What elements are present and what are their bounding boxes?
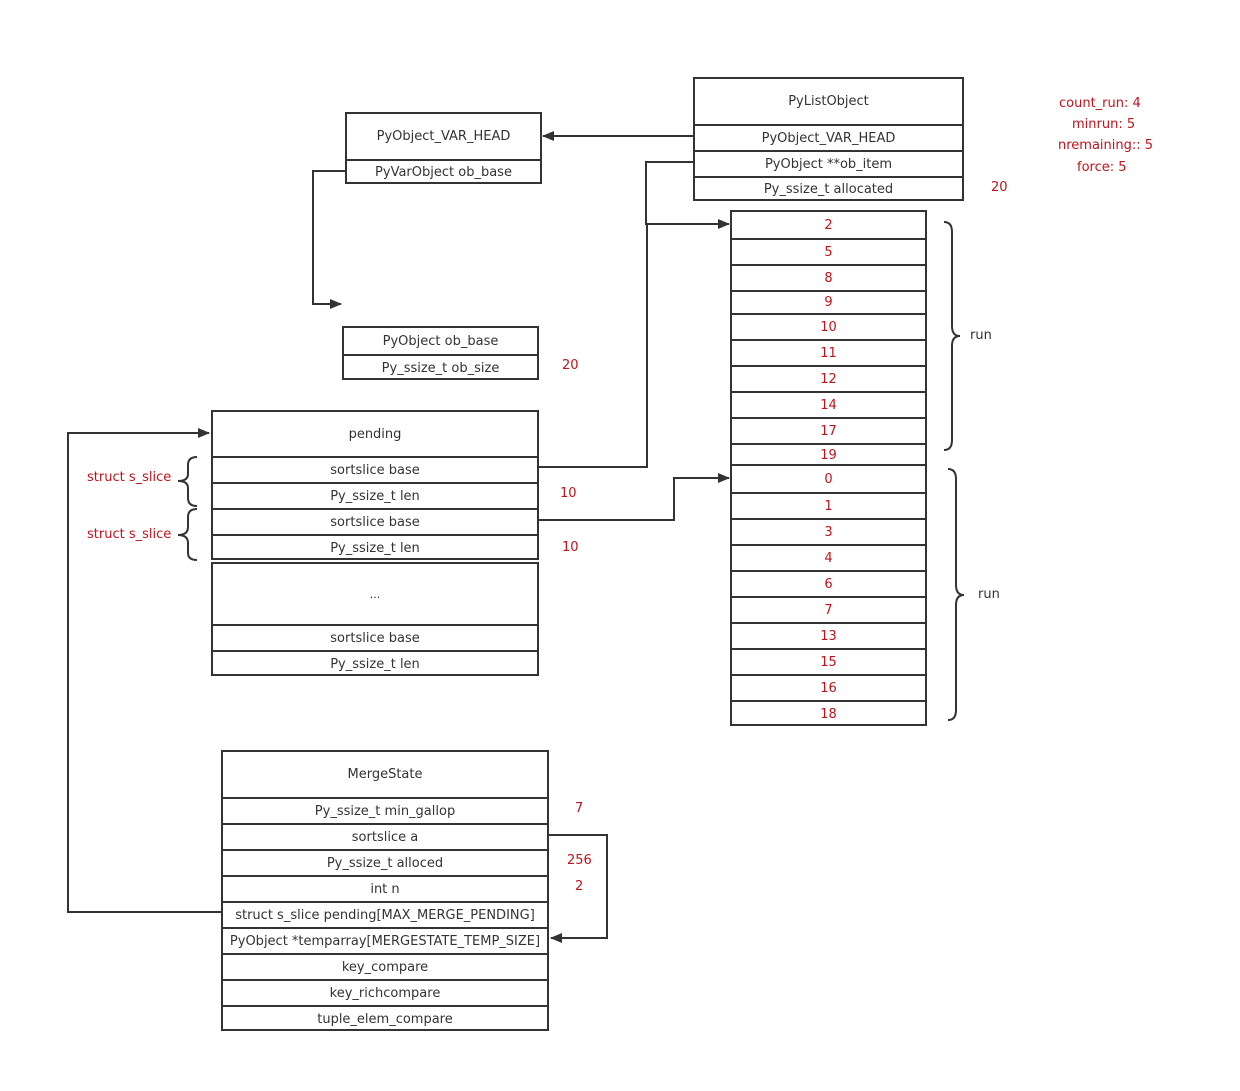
item-cell: 16 bbox=[732, 674, 925, 700]
ms-field-pending: struct s_slice pending[MAX_MERGE_PENDING… bbox=[223, 901, 547, 927]
var-head-title: PyObject_VAR_HEAD bbox=[376, 129, 511, 144]
alloced-value: 256 bbox=[567, 853, 592, 868]
line-slice1-to-run1 bbox=[538, 224, 648, 468]
pending-title: pending bbox=[348, 426, 402, 442]
brace-slice-1 bbox=[177, 456, 198, 507]
pylistobject-box: PyListObject PyObject_VAR_HEAD PyObject … bbox=[693, 77, 964, 201]
n-value: 2 bbox=[575, 879, 584, 894]
item-cell: 12 bbox=[732, 365, 925, 391]
ms-field-tuple-elem-compare: tuple_elem_compare bbox=[223, 1005, 547, 1031]
arrow-obitem-to-array bbox=[645, 161, 730, 229]
len-value-1: 10 bbox=[560, 486, 577, 501]
ob-size-value: 20 bbox=[562, 358, 579, 373]
note-force: force: 5 bbox=[1077, 160, 1127, 175]
item-cell: 5 bbox=[732, 238, 925, 264]
pending-box: pending sortslice base Py_ssize_t len so… bbox=[211, 410, 539, 560]
brace-run-2 bbox=[947, 468, 965, 721]
slice-label-2: struct s_slice bbox=[87, 527, 172, 542]
mergestate-box: MergeState Py_ssize_t min_gallop sortsli… bbox=[221, 750, 549, 1031]
ms-field-min-gallop: Py_ssize_t min_gallop bbox=[223, 797, 547, 823]
item-cell: 8 bbox=[732, 264, 925, 290]
item-cell: 13 bbox=[732, 622, 925, 648]
note-count-run: count_run: 4 bbox=[1059, 96, 1141, 111]
ms-field-key-richcompare: key_richcompare bbox=[223, 979, 547, 1005]
pending-tail-box: ... sortslice base Py_ssize_t len bbox=[211, 562, 539, 676]
mergestate-title: MergeState bbox=[347, 767, 423, 782]
arrow-slice2-to-run2 bbox=[538, 473, 730, 521]
item-cell: 9 bbox=[732, 290, 925, 313]
ms-field-key-compare: key_compare bbox=[223, 953, 547, 979]
arrow-obbase-to-varobject bbox=[312, 170, 346, 309]
brace-slice-2 bbox=[177, 508, 198, 561]
note-minrun: minrun: 5 bbox=[1072, 117, 1136, 132]
note-nremaining: nremaining:: 5 bbox=[1058, 138, 1154, 153]
ms-field-sortslice-a: sortslice a bbox=[223, 823, 547, 849]
item-cell: 2 bbox=[824, 217, 833, 233]
item-array-run-1: 2 5 8 9 10 11 12 14 17 19 bbox=[730, 210, 927, 466]
arrow-sortslice-to-temparray bbox=[548, 834, 608, 943]
item-cell: 14 bbox=[732, 391, 925, 417]
ms-field-alloced: Py_ssize_t alloced bbox=[223, 849, 547, 875]
pending-ellipsis: ... bbox=[369, 587, 381, 601]
item-cell: 15 bbox=[732, 648, 925, 674]
min-gallop-value: 7 bbox=[575, 801, 584, 816]
len-value-2: 10 bbox=[562, 540, 579, 555]
item-cell: 10 bbox=[732, 313, 925, 339]
pending-field-len-1: Py_ssize_t len bbox=[213, 482, 537, 508]
var-head-field-ob-base: PyVarObject ob_base bbox=[347, 159, 540, 184]
pylist-field-var-head: PyObject_VAR_HEAD bbox=[695, 124, 962, 150]
run-label-1: run bbox=[970, 328, 992, 343]
item-cell: 11 bbox=[732, 339, 925, 365]
brace-run-1 bbox=[943, 221, 961, 451]
varobject-field-ob-size: Py_ssize_t ob_size bbox=[344, 354, 537, 380]
item-cell: 1 bbox=[732, 492, 925, 518]
item-cell: 7 bbox=[732, 596, 925, 622]
pylist-field-ob-item: PyObject **ob_item bbox=[695, 150, 962, 176]
item-cell: 17 bbox=[732, 417, 925, 443]
pending-field-len-2: Py_ssize_t len bbox=[213, 534, 537, 560]
item-cell: 4 bbox=[732, 544, 925, 570]
varobject-field-ob-base: PyObject ob_base bbox=[382, 333, 499, 349]
item-cell: 19 bbox=[732, 443, 925, 466]
arrow-mergestate-to-pending bbox=[67, 428, 222, 913]
pending-tail-base: sortslice base bbox=[213, 624, 537, 650]
item-array-run-2: 0 1 3 4 6 7 13 15 16 18 bbox=[730, 464, 927, 726]
item-cell: 0 bbox=[824, 471, 833, 487]
pending-tail-len: Py_ssize_t len bbox=[213, 650, 537, 676]
run-label-2: run bbox=[978, 587, 1000, 602]
ms-field-temparray: PyObject *temparray[MERGESTATE_TEMP_SIZE… bbox=[223, 927, 547, 953]
item-cell: 6 bbox=[732, 570, 925, 596]
item-cell: 3 bbox=[732, 518, 925, 544]
pylistobject-title: PyListObject bbox=[788, 94, 869, 109]
item-cell: 18 bbox=[732, 700, 925, 726]
pending-field-base-1: sortslice base bbox=[213, 456, 537, 482]
pylist-field-allocated: Py_ssize_t allocated bbox=[695, 176, 962, 201]
slice-label-1: struct s_slice bbox=[87, 470, 172, 485]
var-head-box: PyObject_VAR_HEAD PyVarObject ob_base bbox=[345, 112, 542, 184]
pending-field-base-2: sortslice base bbox=[213, 508, 537, 534]
allocated-value: 20 bbox=[991, 180, 1008, 195]
ms-field-n: int n bbox=[223, 875, 547, 901]
pyvarobject-box: PyObject ob_base Py_ssize_t ob_size bbox=[342, 326, 539, 380]
